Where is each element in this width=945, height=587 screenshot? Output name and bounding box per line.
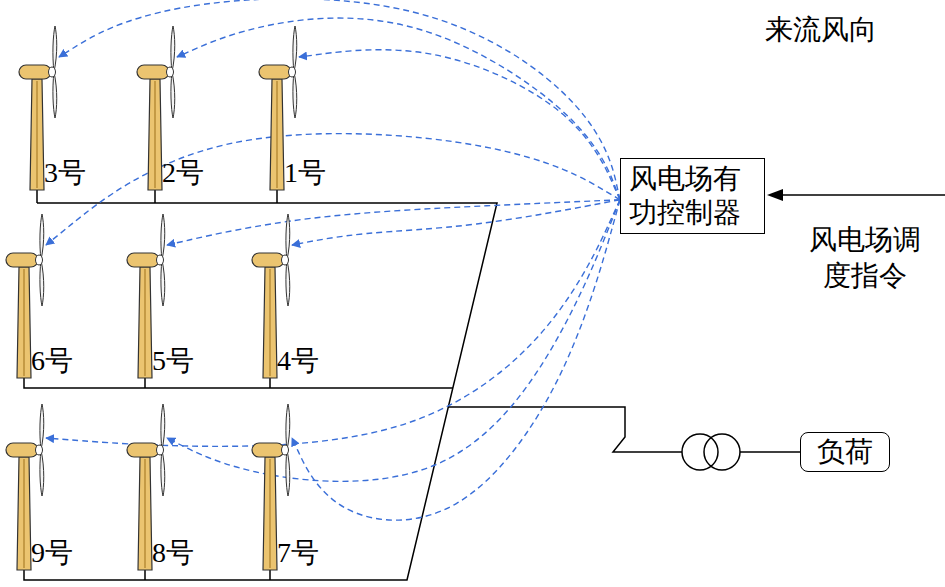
- turbine-number: 7号: [277, 538, 319, 568]
- control-signal: [299, 50, 620, 200]
- tower-shade: [154, 81, 156, 188]
- nacelle: [252, 253, 284, 267]
- blade: [286, 450, 290, 496]
- arrow-head: [767, 189, 783, 201]
- control-signal: [46, 134, 620, 245]
- tower-shade: [23, 459, 25, 568]
- wind-turbine: 9号: [4, 403, 46, 570]
- turbine-number: 3号: [44, 158, 86, 188]
- wind-turbine: 5号: [125, 213, 167, 378]
- nacelle: [259, 65, 291, 79]
- turbine-number: 4号: [277, 346, 319, 376]
- tower: [30, 79, 44, 190]
- wind-turbine: 3号: [17, 25, 59, 190]
- control-signal: [292, 200, 620, 520]
- wind-turbine: 4号: [250, 213, 292, 378]
- tower-shade: [36, 81, 38, 188]
- blade: [53, 26, 57, 72]
- control-signal: [177, 18, 620, 200]
- tower: [17, 457, 31, 570]
- wind-turbine: 1号: [257, 25, 299, 190]
- turbine-number: 9号: [31, 538, 73, 568]
- tower-shade: [144, 269, 146, 376]
- hub: [157, 445, 164, 455]
- nacelle: [19, 65, 51, 79]
- export-wire: [448, 407, 800, 452]
- hub: [49, 67, 56, 77]
- wind-turbine: 7号: [250, 403, 292, 570]
- blade: [40, 260, 44, 306]
- tower: [270, 79, 284, 190]
- hub: [36, 255, 43, 265]
- blade: [40, 450, 44, 496]
- tower-shade: [269, 269, 271, 376]
- hub: [282, 255, 289, 265]
- wind-direction-label: 来流风向: [765, 12, 877, 48]
- blade: [53, 72, 57, 118]
- nacelle: [6, 443, 38, 457]
- turbine-number: 2号: [162, 158, 204, 188]
- tower: [263, 457, 277, 570]
- nacelle: [252, 443, 284, 457]
- tower-shade: [23, 269, 25, 376]
- blade: [293, 72, 297, 118]
- control-signal: [167, 200, 620, 245]
- hub: [36, 445, 43, 455]
- turbine-number: 6号: [31, 346, 73, 376]
- wind-turbine: 6号: [4, 213, 46, 378]
- hub: [167, 67, 174, 77]
- nacelle: [6, 253, 38, 267]
- tower-shade: [276, 81, 278, 188]
- process-box: 风电场有功控制器: [620, 158, 765, 234]
- blade: [286, 404, 290, 450]
- dispatch-label: 风电场调度指令: [806, 222, 924, 294]
- turbine-number: 1号: [284, 158, 326, 188]
- nacelle: [127, 443, 159, 457]
- tower: [17, 267, 31, 378]
- nacelle: [127, 253, 159, 267]
- feeder-wire: [24, 378, 453, 388]
- transformer-winding: [704, 434, 740, 470]
- tower: [263, 267, 277, 378]
- hub: [157, 255, 164, 265]
- tower: [138, 267, 152, 378]
- turbine-number: 8号: [152, 538, 194, 568]
- blade: [286, 260, 290, 306]
- blade: [40, 404, 44, 450]
- box-label: 负荷: [817, 435, 873, 469]
- blade: [161, 450, 165, 496]
- dispatch-arrow: [780, 194, 945, 196]
- tower-shade: [144, 459, 146, 568]
- blade: [161, 260, 165, 306]
- nacelle: [137, 65, 169, 79]
- control-signal: [59, 0, 620, 200]
- hub: [282, 445, 289, 455]
- transformer-winding: [682, 434, 718, 470]
- blade: [286, 214, 290, 260]
- blade: [171, 72, 175, 118]
- box-label: 风电场有功控制器: [629, 162, 756, 230]
- turbine-number: 5号: [152, 346, 194, 376]
- collector-wires: [24, 190, 945, 580]
- blade: [161, 214, 165, 260]
- control-signal: [46, 200, 620, 447]
- control-signal: [167, 200, 620, 482]
- control-signal: [292, 200, 620, 245]
- tower: [138, 457, 152, 570]
- wind-turbine: 2号: [135, 25, 177, 190]
- wind-turbine: 8号: [125, 403, 167, 570]
- blade: [293, 26, 297, 72]
- blade: [161, 404, 165, 450]
- blade: [40, 214, 44, 260]
- hub: [289, 67, 296, 77]
- blade: [171, 26, 175, 72]
- process-box: 负荷: [800, 432, 890, 472]
- tower: [148, 79, 162, 190]
- tower-shade: [269, 459, 271, 568]
- feeder-wire: [24, 190, 497, 580]
